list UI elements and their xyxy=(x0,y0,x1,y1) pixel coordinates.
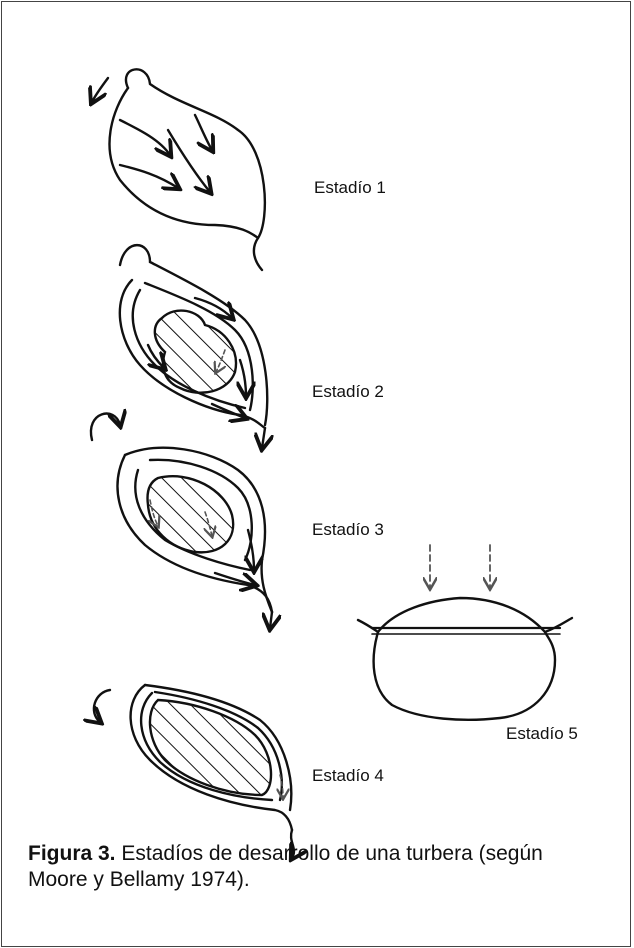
stage-4-label: Estadío 4 xyxy=(312,766,384,786)
figure-caption: Figura 3. Estadíos de desarrollo de una … xyxy=(28,841,608,893)
stage-2-label: Estadío 2 xyxy=(312,382,384,402)
caption-figure-label: Figura 3. xyxy=(28,842,116,865)
stage-3-label: Estadío 3 xyxy=(312,520,384,540)
stage-4-basin xyxy=(94,685,294,858)
stage-5-label: Estadío 5 xyxy=(506,724,578,744)
stage-3-basin xyxy=(91,414,272,628)
stage-1-label: Estadío 1 xyxy=(314,178,386,198)
stage-2-basin xyxy=(120,245,267,448)
stage-1-basin xyxy=(92,69,265,270)
stage-5-raised-bog xyxy=(358,545,572,720)
